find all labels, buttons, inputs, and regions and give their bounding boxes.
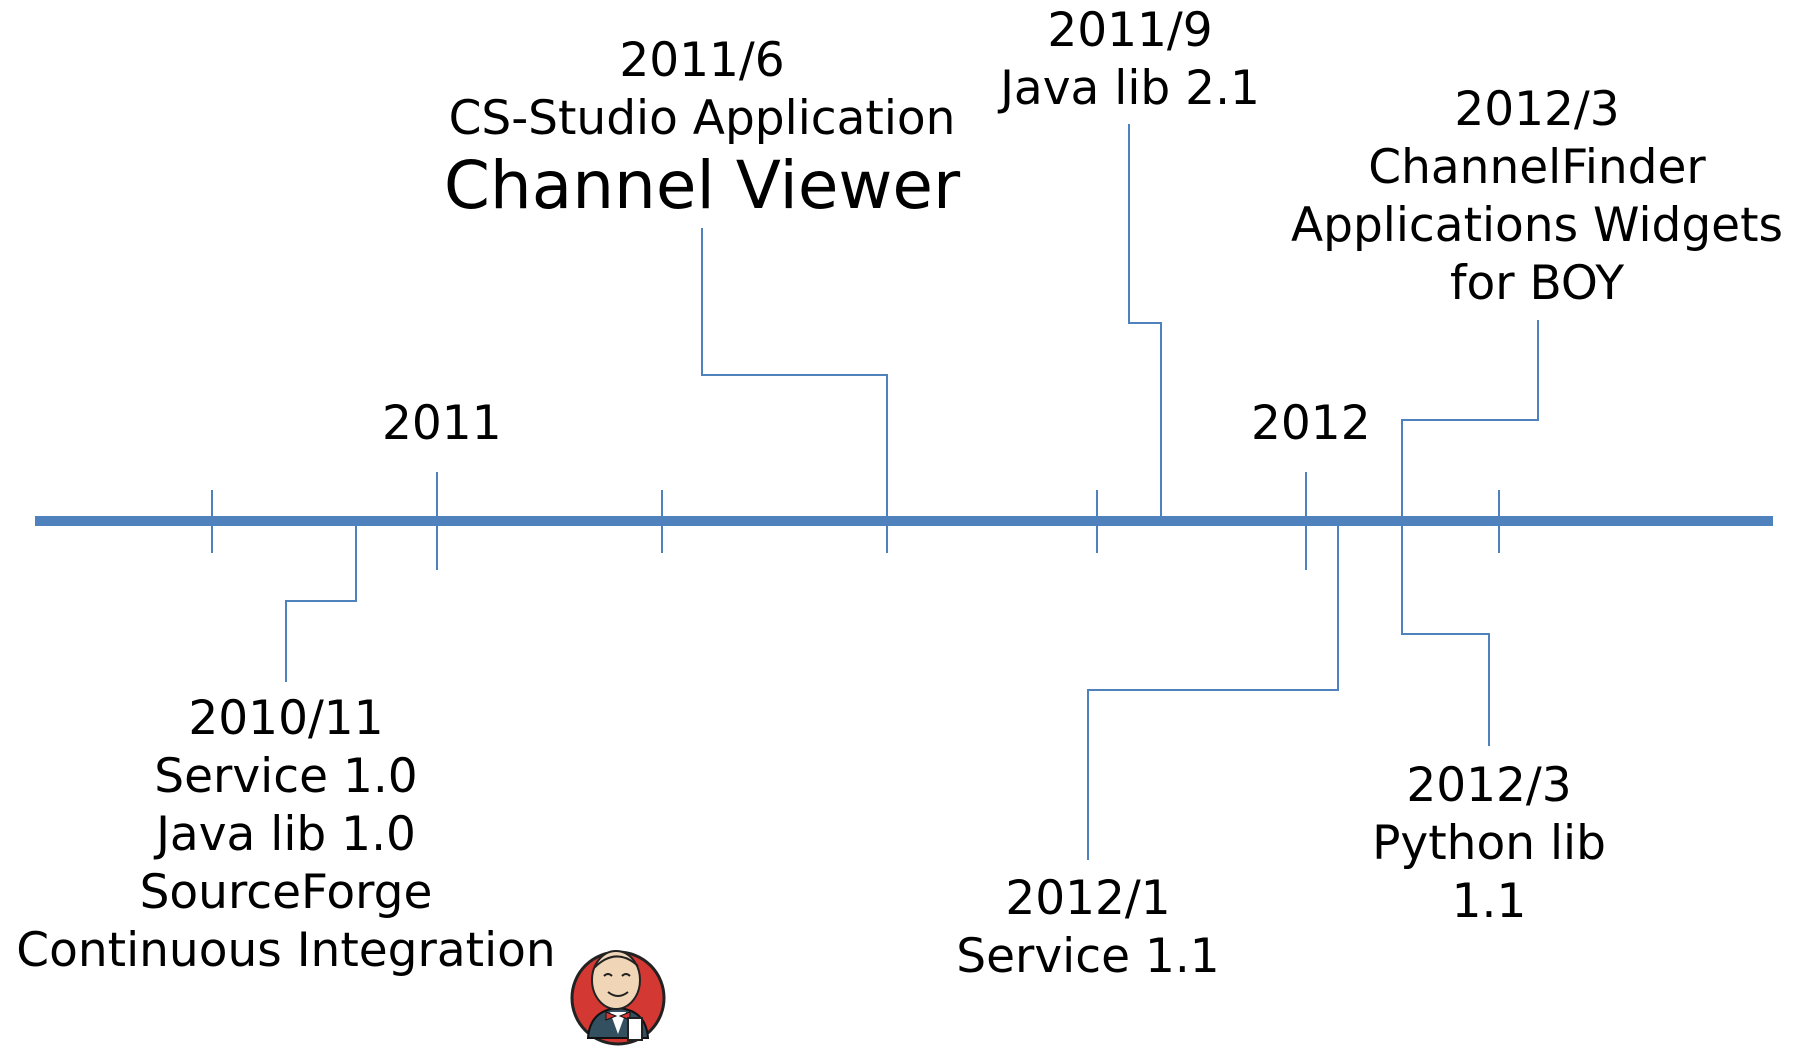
leader-2011-6 [701,228,888,521]
event-label-2012-1: 2012/1 Service 1.1 [938,870,1238,986]
event-line: Applications Widgets [1290,198,1784,253]
event-highlight: Channel Viewer [443,147,961,224]
year-label-2012: 2012 [1251,396,1371,451]
event-label-2012-3-channelfinder: 2012/3 ChannelFinder Applications Widget… [1272,81,1800,313]
event-date: 2012/3 [1454,82,1620,137]
leader-2012-1 [1087,521,1339,860]
event-line: Python lib [1372,816,1606,871]
event-line: Service 1.0 [154,749,418,804]
event-line: 1.1 [1451,874,1527,929]
event-line: Continuous Integration [16,923,556,978]
event-date: 2012/3 [1406,758,1572,813]
event-line: CS-Studio Application [448,91,956,146]
leader-2012-3-cf [1401,320,1539,521]
jenkins-butler-logo [570,950,666,1046]
event-label-2010-11: 2010/11 Service 1.0 Java lib 1.0 SourceF… [10,690,562,980]
event-line: Java lib 1.0 [156,807,416,862]
event-date: 2012/1 [1005,871,1171,926]
event-date: 2011/6 [619,33,785,88]
leader-2012-3-py [1401,521,1490,746]
event-label-2012-3-python: 2012/3 Python lib 1.1 [1339,757,1639,931]
event-line: SourceForge [139,865,433,920]
leader-2011-9 [1128,124,1162,521]
event-date: 2011/9 [1047,3,1213,58]
event-label-2011-9: 2011/9 Java lib 2.1 [930,2,1330,118]
year-label-2011: 2011 [382,396,502,451]
event-line: ChannelFinder [1368,140,1706,195]
event-date: 2010/11 [188,691,384,746]
event-line: Service 1.1 [956,929,1220,984]
event-label-2011-6: 2011/6 CS-Studio Application Channel Vie… [402,32,1002,224]
leader-2010-11 [285,521,357,682]
event-line: Java lib 2.1 [1000,61,1260,116]
event-line: for BOY [1449,256,1625,311]
